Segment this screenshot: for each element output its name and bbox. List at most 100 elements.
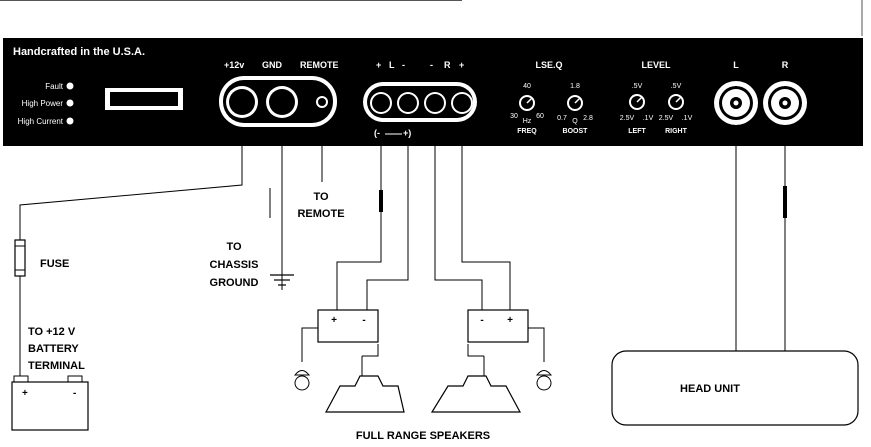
- left-tweeter-dome: [294, 375, 310, 391]
- speaker-terminal-inner: [367, 86, 473, 118]
- level-left-top: .5V: [632, 83, 643, 90]
- fuse-icon: [14, 239, 26, 277]
- level-right-high: .1V: [682, 115, 693, 122]
- fault-label: Fault: [45, 82, 64, 91]
- high-power-label: High Power: [22, 99, 64, 108]
- plus12v-terminal-icon: [229, 89, 255, 115]
- right-tweeter-dome: [536, 375, 552, 391]
- left-tweeter-wire-a: [301, 327, 318, 362]
- level-right-caption: RIGHT: [665, 128, 688, 135]
- boost-knob-pointer: [574, 97, 581, 104]
- remote-wire-label-2: REMOTE: [297, 208, 344, 220]
- right-plus-wire: [461, 146, 511, 312]
- high-power-led-icon: [66, 99, 74, 107]
- gnd-terminal-icon: [269, 89, 295, 115]
- level-right-knob-pointer: [675, 96, 682, 103]
- level-left-knob-icon[interactable]: [629, 94, 645, 110]
- freq-unit: Hz: [523, 118, 532, 125]
- fault-led-icon: [66, 82, 74, 90]
- left-minus-label: -: [402, 60, 405, 70]
- level-right-top: .5V: [671, 83, 682, 90]
- plus12v-label: +12v: [224, 60, 244, 70]
- chassis-label-2: CHASSIS: [210, 259, 259, 271]
- bridge-plus-label: +): [403, 128, 411, 138]
- battery-label-1: TO +12 V: [28, 326, 76, 338]
- left-speaker-magnet-icon: [317, 309, 379, 343]
- battery-minus-post: [67, 375, 83, 383]
- rca-right-wire-marker: [783, 186, 787, 218]
- right-minus-wire: [434, 146, 483, 312]
- speakers-label: FULL RANGE SPEAKERS: [356, 430, 490, 442]
- left-tweeter-icon: [293, 370, 311, 376]
- left-tweeter-wire-b: [362, 344, 379, 357]
- freq-knob-pointer: [526, 97, 533, 104]
- left-speaker-cone-icon: [324, 375, 405, 413]
- level-left-knob-pointer: [636, 96, 643, 103]
- bridge-minus-label: (-: [374, 128, 380, 138]
- rca-right-label: R: [782, 60, 789, 70]
- rca-left-label: L: [733, 60, 739, 70]
- left-minus-terminal-icon: [399, 94, 417, 112]
- left-plus-terminal-icon: [372, 94, 390, 112]
- right-minus-label: -: [430, 60, 433, 70]
- battery-plus-post: [13, 375, 29, 383]
- head-unit-box: [611, 350, 859, 426]
- level-left-low: 2.5V: [620, 115, 635, 122]
- lseq-title: LSE.Q: [535, 60, 562, 70]
- gnd-label: GND: [262, 60, 283, 70]
- battery-minus-label: -: [73, 388, 76, 399]
- freq-max-value: 60: [536, 113, 544, 120]
- right-plus-terminal-icon: [453, 94, 471, 112]
- battery-icon: [11, 381, 89, 431]
- battery-label-3: TERMINAL: [28, 360, 85, 372]
- right-tweeter-wire-b: [467, 344, 484, 357]
- boost-caption: BOOST: [563, 128, 589, 135]
- fuse-label: FUSE: [40, 258, 69, 270]
- left-plus-wire-marker: [379, 190, 383, 212]
- battery-plus-label: +: [22, 388, 28, 399]
- high-current-label: High Current: [18, 117, 64, 126]
- level-right-knob-icon[interactable]: [668, 94, 684, 110]
- power-wire: [19, 146, 243, 240]
- level-title: LEVEL: [641, 60, 671, 70]
- head-unit-label: HEAD UNIT: [680, 383, 740, 395]
- right-tweeter-wire-a: [528, 327, 545, 362]
- chassis-label-1: TO: [226, 241, 242, 253]
- right-speaker-plus: +: [507, 315, 513, 326]
- level-left-high: .1V: [643, 115, 654, 122]
- remote-label: REMOTE: [300, 60, 339, 70]
- freq-caption: FREQ: [517, 128, 537, 135]
- remote-terminal-icon: [318, 98, 326, 106]
- rca-right-jack-center: [782, 100, 788, 106]
- display-screen: [110, 92, 178, 106]
- left-minus-wire: [366, 146, 409, 312]
- right-plus-label: +: [459, 60, 464, 70]
- right-speaker-minus: -: [480, 315, 483, 326]
- freq-knob-icon[interactable]: [519, 95, 535, 111]
- right-channel-label: R: [444, 60, 451, 70]
- right-tweeter-icon: [535, 370, 553, 376]
- rca-left-jack-center: [733, 100, 739, 106]
- boost-min-value: 0.7: [557, 115, 567, 122]
- boost-q-label: Q: [572, 118, 578, 125]
- level-right-low: 2.5V: [659, 115, 674, 122]
- boost-top-value: 1.8: [570, 83, 580, 90]
- right-speaker-cone-icon: [430, 375, 522, 413]
- brand-text: Handcrafted in the U.S.A.: [13, 46, 145, 58]
- boost-max-value: 2.8: [583, 115, 593, 122]
- level-left-caption: LEFT: [628, 128, 646, 135]
- left-plus-wire: [336, 212, 382, 312]
- high-current-led-icon: [66, 117, 74, 125]
- remote-wire-label-1: TO: [313, 191, 329, 203]
- right-speaker-magnet-icon: [467, 309, 529, 343]
- left-channel-label: L: [389, 60, 395, 70]
- freq-min-value: 30: [510, 113, 518, 120]
- battery-label-2: BATTERY: [28, 343, 79, 355]
- boost-knob-icon[interactable]: [567, 95, 583, 111]
- right-minus-terminal-icon: [426, 94, 444, 112]
- chassis-label-3: GROUND: [210, 277, 259, 289]
- left-speaker-minus: -: [362, 315, 365, 326]
- left-speaker-plus: +: [331, 315, 337, 326]
